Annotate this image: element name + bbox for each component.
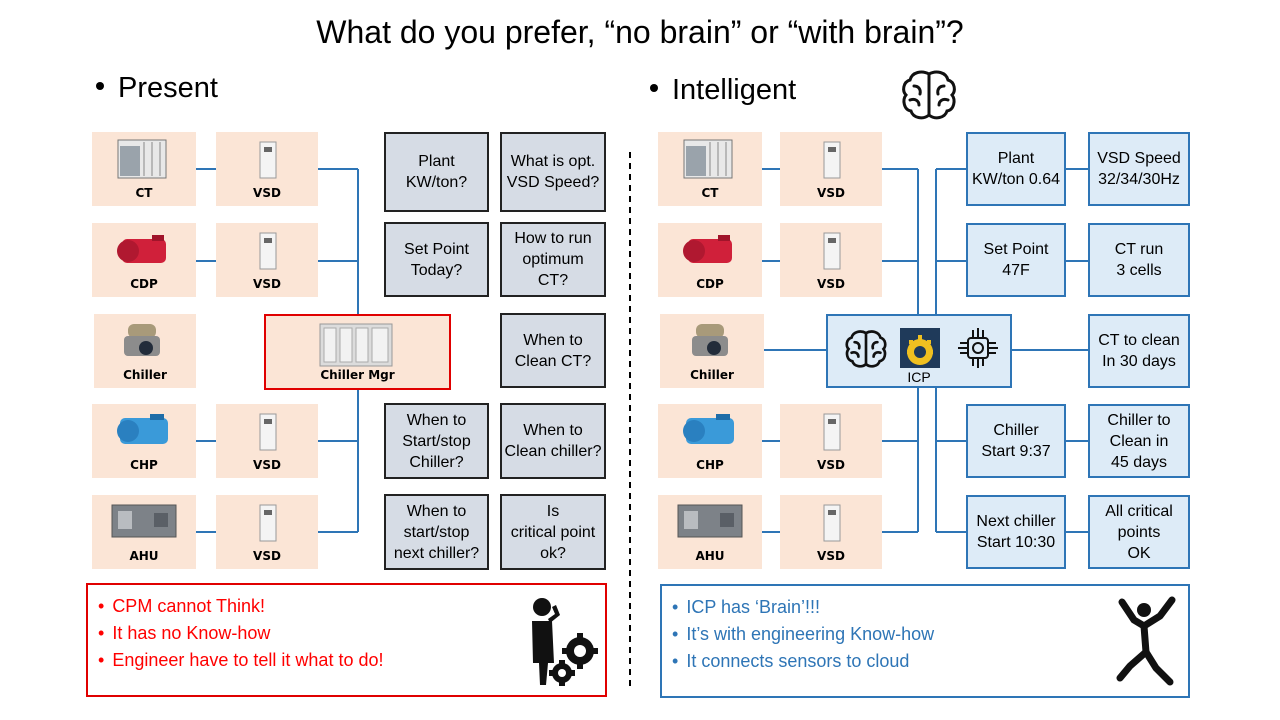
equipment-tile-chp: CHP — [92, 404, 196, 478]
equipment-tile-vsd: VSD — [216, 495, 318, 569]
question-box: When to Start/stop Chiller? — [384, 403, 489, 479]
icp-panel: ICP — [826, 314, 1012, 388]
equipment-label: VSD — [253, 277, 281, 291]
question-box: When to Clean chiller? — [500, 403, 606, 479]
equipment-label: VSD — [817, 458, 845, 472]
equipment-label: Chiller — [690, 368, 734, 382]
jumping-person-icon — [1116, 596, 1176, 686]
note-item: It has no Know-how — [98, 620, 595, 647]
answer-box: CT run 3 cells — [1088, 223, 1190, 297]
present-heading-row: Present — [96, 72, 218, 105]
gear-icon — [900, 328, 940, 368]
equipment-tile-vsd: VSD — [780, 495, 882, 569]
vsd-cabinet-icon — [259, 504, 277, 542]
controller-label: Chiller Mgr — [320, 368, 395, 382]
equipment-tile-cdp: CDP — [92, 223, 196, 297]
equipment-label: VSD — [253, 458, 281, 472]
question-box: Set Point Today? — [384, 222, 489, 297]
cooling-tower-icon — [117, 139, 167, 179]
controller-label: ICP — [907, 369, 931, 385]
equipment-tile-cdp: CDP — [658, 223, 762, 297]
intelligent-notes: ICP has ‘Brain’!!! It’s with engineering… — [660, 584, 1190, 698]
vsd-cabinet-icon — [823, 141, 841, 179]
equipment-tile-vsd: VSD — [216, 132, 318, 206]
answer-box: VSD Speed 32/34/30Hz — [1088, 132, 1190, 206]
answer-box: Next chiller Start 10:30 — [966, 495, 1066, 569]
equipment-label: AHU — [695, 549, 725, 563]
pump-icon — [683, 414, 734, 444]
equipment-label: VSD — [253, 186, 281, 200]
answer-box: Chiller to Clean in 45 days — [1088, 404, 1190, 478]
equipment-tile-vsd: VSD — [216, 223, 318, 297]
note-item: ICP has ‘Brain’!!! — [672, 594, 1178, 621]
equipment-tile-chp: CHP — [658, 404, 762, 478]
equipment-label: CT — [701, 186, 719, 200]
chiller-icon — [124, 324, 160, 356]
equipment-tile-vsd: VSD — [780, 223, 882, 297]
bullet-icon — [96, 82, 104, 91]
page-title: What do you prefer, “no brain” or “with … — [316, 14, 964, 50]
pump-icon — [117, 414, 168, 444]
note-item: Engineer have to tell it what to do! — [98, 647, 595, 674]
ahu-icon — [111, 504, 177, 538]
answer-box: All critical points OK — [1088, 495, 1190, 569]
equipment-label: CHP — [130, 458, 158, 472]
equipment-label: VSD — [817, 186, 845, 200]
note-item: It’s with engineering Know-how — [672, 621, 1178, 648]
equipment-tile-ahu: AHU — [92, 495, 196, 569]
vsd-cabinet-icon — [259, 232, 277, 270]
vsd-cabinet-icon — [823, 504, 841, 542]
equipment-tile-vsd: VSD — [216, 404, 318, 478]
chiller-manager-panel: Chiller Mgr — [264, 314, 451, 390]
question-box: Plant KW/ton? — [384, 132, 489, 212]
intelligent-heading: Intelligent — [672, 74, 797, 106]
vsd-cabinet-icon — [259, 141, 277, 179]
question-box: When to start/stop next chiller? — [384, 494, 489, 570]
question-box: Is critical point ok? — [500, 494, 606, 570]
question-box: How to run optimum CT? — [500, 222, 606, 297]
bullet-icon — [650, 84, 658, 93]
equipment-tile-ct: CT — [658, 132, 762, 206]
cooling-tower-icon — [683, 139, 733, 179]
question-box: What is opt. VSD Speed? — [500, 132, 606, 212]
vsd-cabinet-icon — [823, 413, 841, 451]
thinking-person-gears-icon — [532, 598, 598, 686]
brain-icon — [845, 330, 887, 368]
answer-box: Plant KW/ton 0.64 — [966, 132, 1066, 206]
brain-icon — [902, 70, 956, 120]
equipment-label: CHP — [696, 458, 724, 472]
equipment-tile-ct: CT — [92, 132, 196, 206]
intelligent-heading-row: Intelligent — [650, 74, 796, 107]
note-item: It connects sensors to cloud — [672, 648, 1178, 675]
equipment-tile-ahu: AHU — [658, 495, 762, 569]
chiller-icon — [692, 324, 728, 356]
equipment-tile-chiller: Chiller — [94, 314, 196, 388]
equipment-tile-vsd: VSD — [780, 404, 882, 478]
equipment-label: CDP — [696, 277, 724, 291]
equipment-label: VSD — [253, 549, 281, 563]
equipment-label: CT — [135, 186, 153, 200]
equipment-label: VSD — [817, 549, 845, 563]
note-item: CPM cannot Think! — [98, 593, 595, 620]
answer-box: Chiller Start 9:37 — [966, 404, 1066, 478]
question-box: When to Clean CT? — [500, 313, 606, 388]
equipment-label: AHU — [129, 549, 159, 563]
pump-icon — [117, 235, 166, 263]
chip-icon — [958, 328, 998, 368]
equipment-tile-chiller: Chiller — [660, 314, 764, 388]
present-notes: CPM cannot Think! It has no Know-how Eng… — [86, 583, 607, 697]
control-panel-icon — [319, 323, 393, 367]
equipment-tile-vsd: VSD — [780, 132, 882, 206]
present-heading: Present — [118, 72, 218, 104]
equipment-label: CDP — [130, 277, 158, 291]
equipment-label: VSD — [817, 277, 845, 291]
pump-icon — [683, 235, 732, 263]
vsd-cabinet-icon — [823, 232, 841, 270]
answer-box: Set Point 47F — [966, 223, 1066, 297]
vsd-cabinet-icon — [259, 413, 277, 451]
answer-box: CT to clean In 30 days — [1088, 314, 1190, 388]
ahu-icon — [677, 504, 743, 538]
equipment-label: Chiller — [123, 368, 167, 382]
